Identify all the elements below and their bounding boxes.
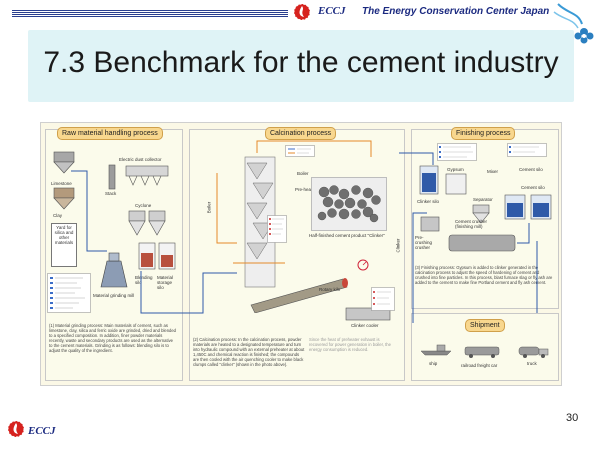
page-number: 30 (566, 412, 579, 424)
clinker-pellets-image (317, 185, 381, 223)
cement-silo-label-2: Cement silo (521, 185, 545, 190)
calcination-legend-box (267, 215, 287, 243)
blending-silo-label: Blending silo (135, 275, 153, 285)
cement-process-diagram: Raw material handling process Limestone … (40, 122, 562, 386)
flow-legend-box (285, 145, 315, 157)
finishing-legend-box (437, 143, 477, 161)
grinding-mill-icon (100, 252, 128, 288)
boiler-label: Boiler (297, 171, 309, 176)
red-gauge-icon (357, 259, 369, 271)
ribbon-flower-icon (553, 3, 594, 44)
clinker-photo (311, 177, 387, 231)
cyclone-label: Cyclone (135, 203, 152, 208)
cement-crusher-icon (448, 234, 516, 252)
raw-legend-box (47, 273, 91, 313)
cement-silos-icon (504, 194, 552, 220)
cement-silo-label: Cement silo (519, 167, 543, 172)
separator-label: Separator (473, 197, 493, 202)
railroad-label: railroad freight car (461, 363, 498, 368)
separator-icon (472, 204, 490, 224)
preheater-label: Pre-heater (295, 187, 317, 192)
rotary-kiln-icon (250, 278, 348, 313)
grinding-mill-label: Material grinding mill (93, 293, 135, 298)
title-band (28, 30, 574, 102)
clinker-cooler-label: Clinker cooler (351, 323, 379, 328)
clinker-cooler-icon (345, 307, 391, 321)
gypsum-label: Gypsum (447, 167, 464, 172)
pre-crusher-label: Pre-crushing crusher (415, 235, 433, 250)
calcination-process-note: (2) Calcination process: In the calcinat… (193, 337, 305, 367)
raw-section-title: Raw material handling process (57, 127, 163, 140)
clinker-silo-icon (419, 165, 439, 195)
truck-icon (518, 346, 549, 358)
calcination-side-note: Since the heat of preheater exhaust is r… (309, 337, 391, 352)
yard-label: Yard for silica and other materials (51, 223, 77, 267)
header-organization: The Energy Conservation Center Japan (362, 6, 550, 17)
railroad-car-icon (464, 346, 500, 358)
clay-label: Clay (53, 213, 63, 218)
finishing-section-title: Finishing process (451, 127, 516, 140)
storage-silo-label: Material storage silo (157, 275, 174, 290)
dust-collector-label: Electric dust collector (119, 157, 162, 162)
clay-hopper-icon (53, 187, 75, 210)
page-title: 7.3 Benchmark for the cement industry (43, 46, 559, 79)
ship-label: ship (429, 361, 438, 366)
header-rule (12, 10, 288, 18)
blending-silo-icon (138, 242, 176, 270)
gypsum-box-icon (445, 173, 467, 195)
header-brand: ECCJ (318, 5, 346, 17)
calcination-section (189, 129, 405, 381)
limestone-label: Limestone (51, 181, 72, 186)
shipment-section-title: Shipment (465, 319, 505, 332)
calcination-section-title: Calcination process (265, 127, 337, 140)
stack-label: Stack (105, 191, 117, 196)
ship-icon (420, 344, 452, 356)
limestone-hopper-icon (53, 151, 75, 174)
finishing-process-note: (3) Finishing process: Gypsum is added t… (415, 265, 553, 285)
dust-collector-icon (125, 165, 169, 186)
cement-crusher-label: Cement crusher (finishing mill) (455, 219, 488, 229)
process-flow-lines (71, 140, 538, 323)
eccj-flame-logo-icon (7, 420, 25, 438)
stack-icon (108, 164, 116, 190)
clinker-silo-label: Clinker silo (417, 199, 440, 204)
truck-label: truck (527, 361, 537, 366)
cyclone-icon (128, 210, 166, 236)
mixer-label: Mixer (487, 169, 498, 174)
finishing-legend-box-2 (507, 143, 547, 157)
rotary-kiln-label: Rotary kiln (319, 287, 341, 292)
raw-process-note: (1) Material grinding process: Main mate… (49, 323, 177, 353)
clinker-photo-caption: Half-finished cement product "Clinker" (309, 233, 385, 238)
eccj-flame-logo-icon (293, 3, 311, 21)
footer-brand: ECCJ (28, 425, 56, 437)
pre-crusher-icon (420, 216, 440, 232)
kiln-legend-box (371, 287, 395, 311)
